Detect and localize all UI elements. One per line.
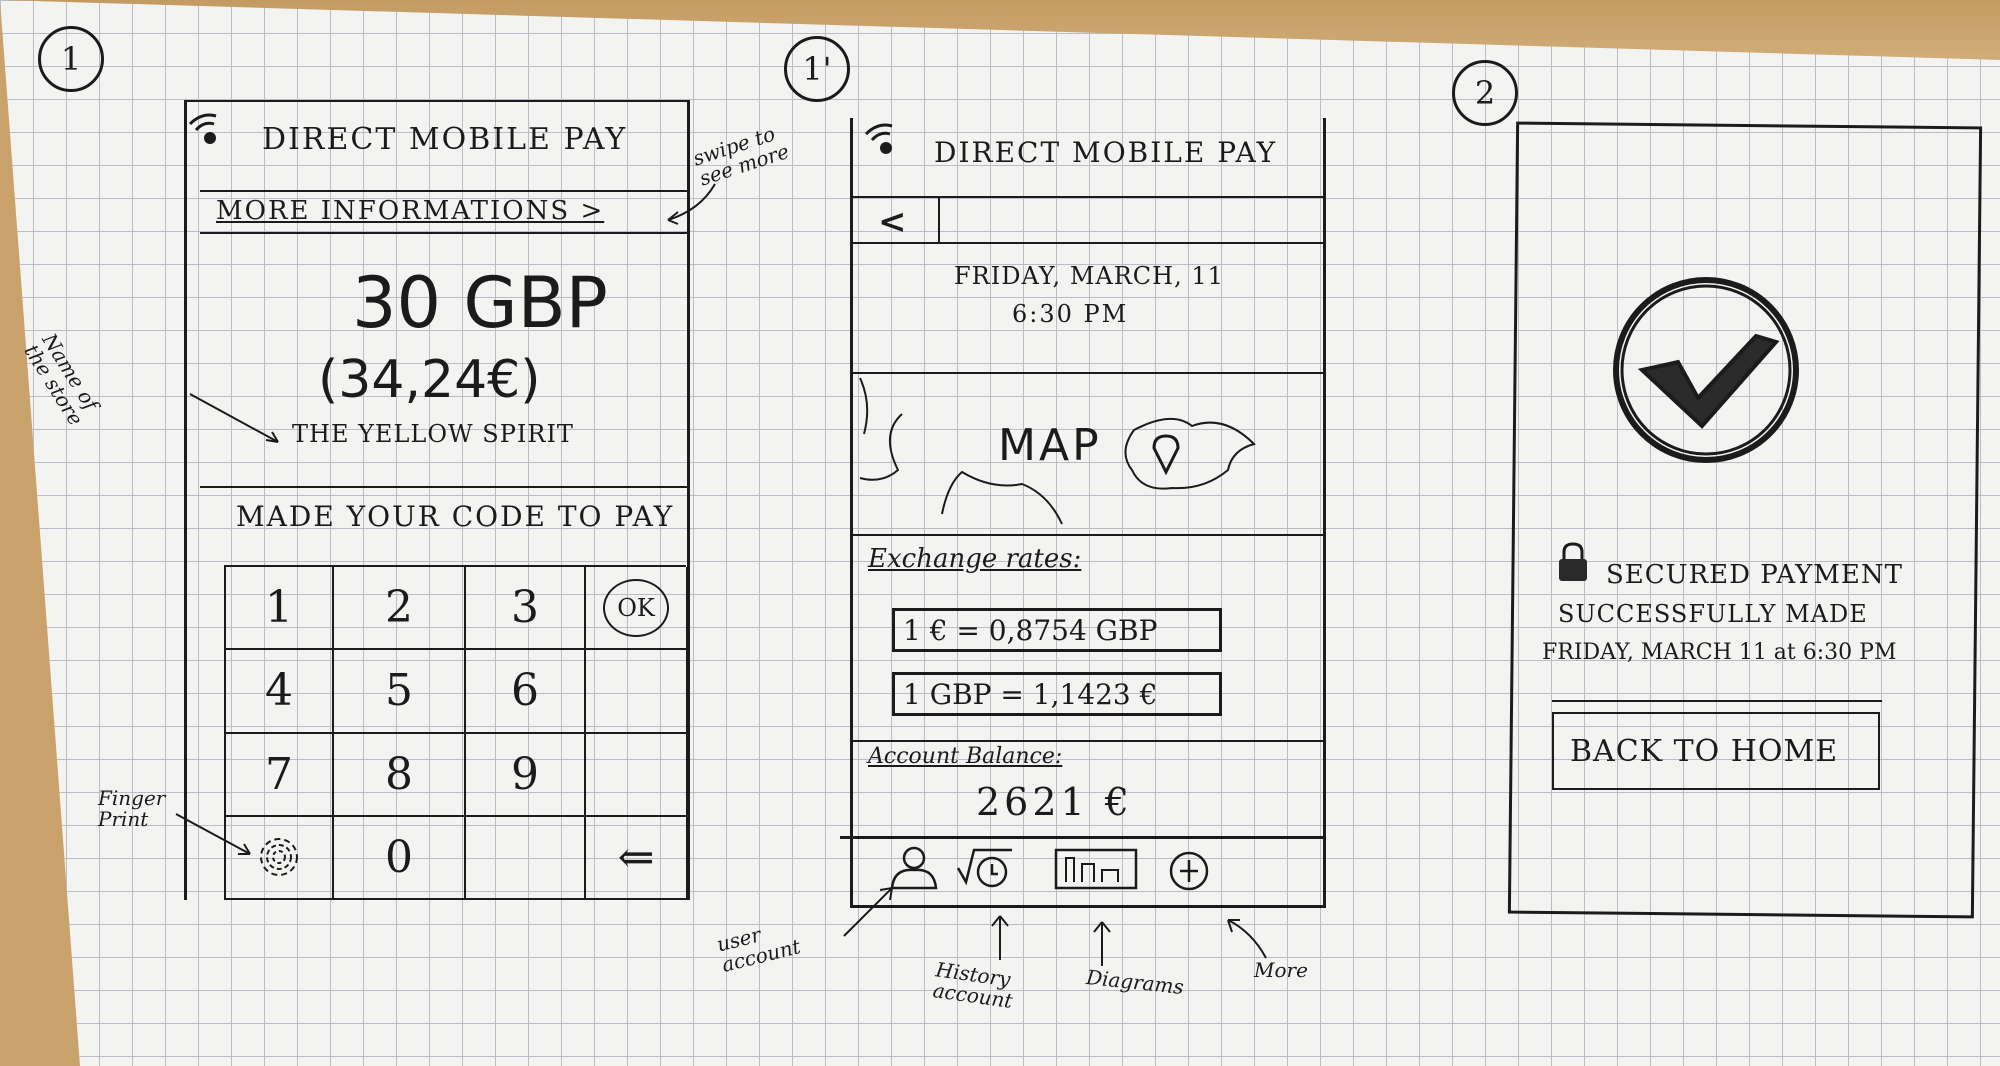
ok-button[interactable]: OK bbox=[603, 578, 669, 637]
annotation-arrow bbox=[991, 915, 1009, 960]
annotation-arrow bbox=[1227, 919, 1267, 959]
key-1[interactable]: 1 bbox=[226, 567, 334, 651]
success-check-icon bbox=[1613, 277, 1799, 463]
payment-time: 6:30 PM bbox=[1012, 300, 1129, 328]
map-label: MAP bbox=[998, 420, 1102, 471]
divider bbox=[850, 740, 1326, 742]
key-4[interactable]: 4 bbox=[226, 650, 334, 734]
rate-eur-gbp: 1 € = 0,8754 GBP bbox=[892, 608, 1222, 652]
divider bbox=[200, 232, 690, 234]
back-button[interactable]: < bbox=[878, 202, 907, 242]
fingerprint-key[interactable] bbox=[226, 816, 334, 900]
annotation-arrow bbox=[843, 887, 893, 937]
balance-title: Account Balance: bbox=[868, 744, 1063, 769]
divider bbox=[850, 242, 1326, 244]
screen-confirmation bbox=[1507, 121, 1983, 919]
annotation-arrow bbox=[667, 183, 716, 225]
payment-date: FRIDAY, MARCH, 11 bbox=[954, 262, 1224, 290]
lock-icon bbox=[1559, 542, 1587, 581]
rate-gbp-eur: 1 GBP = 1,1423 € bbox=[892, 672, 1222, 716]
screen-payment bbox=[184, 100, 690, 900]
divider bbox=[1552, 700, 1882, 702]
pin-keypad: 1 2 3 OK 4 5 6 7 8 9 0 ⇐ bbox=[224, 565, 688, 900]
key-empty bbox=[586, 733, 688, 817]
screen-details bbox=[850, 118, 1326, 908]
key-8[interactable]: 8 bbox=[334, 733, 466, 817]
divider bbox=[200, 486, 690, 488]
code-prompt: MADE YOUR CODE TO PAY bbox=[236, 500, 675, 533]
screen-marker-1: 1 bbox=[38, 26, 104, 92]
divider bbox=[840, 836, 1326, 839]
amount-eur: (34,24€) bbox=[318, 350, 541, 410]
annotation-arrow bbox=[175, 813, 251, 855]
key-6[interactable]: 6 bbox=[466, 650, 586, 734]
amount: 30 GBP bbox=[352, 262, 608, 344]
annotation-arrow bbox=[1093, 921, 1111, 966]
top-border bbox=[184, 100, 690, 102]
annotation-arrow bbox=[189, 393, 279, 443]
back-to-home-button[interactable]: BACK TO HOME bbox=[1552, 712, 1880, 790]
exchange-title: Exchange rates: bbox=[868, 544, 1082, 574]
history-icon[interactable] bbox=[954, 842, 1014, 892]
more-info-link[interactable]: MORE INFORMATIONS > bbox=[216, 196, 605, 226]
key-0[interactable]: 0 bbox=[334, 816, 466, 900]
screen-marker-1b: 1' bbox=[784, 36, 850, 102]
key-2[interactable]: 2 bbox=[334, 567, 466, 651]
user-account-icon[interactable] bbox=[886, 842, 942, 892]
back-button-divider bbox=[938, 198, 940, 242]
key-7[interactable]: 7 bbox=[226, 733, 334, 817]
key-empty bbox=[466, 816, 586, 900]
key-9[interactable]: 9 bbox=[466, 733, 586, 817]
diagrams-icon[interactable] bbox=[1054, 846, 1138, 892]
app-title: DIRECT MOBILE PAY bbox=[934, 136, 1278, 169]
more-icon[interactable] bbox=[1168, 850, 1210, 892]
fingerprint-icon bbox=[260, 838, 298, 877]
screen-marker-2: 2 bbox=[1452, 60, 1518, 126]
divider bbox=[850, 534, 1326, 536]
annotation-finger: Finger Print bbox=[98, 786, 166, 831]
app-title: DIRECT MOBILE PAY bbox=[262, 122, 628, 157]
secured-label: SECURED PAYMENT bbox=[1606, 560, 1903, 590]
backspace-key[interactable]: ⇐ bbox=[586, 816, 688, 900]
balance-value: 2621 € bbox=[976, 780, 1133, 824]
wifi-icon bbox=[188, 113, 217, 144]
key-5[interactable]: 5 bbox=[334, 650, 466, 734]
wifi-icon bbox=[864, 123, 893, 154]
key-ok-cell: OK bbox=[586, 567, 688, 651]
key-3[interactable]: 3 bbox=[466, 567, 586, 651]
success-label: SUCCESSFULLY MADE bbox=[1558, 600, 1868, 628]
divider bbox=[850, 372, 1326, 374]
annotation-more: More bbox=[1254, 958, 1308, 982]
key-empty bbox=[586, 650, 688, 734]
payment-datetime: FRIDAY, MARCH 11 at 6:30 PM bbox=[1542, 640, 1897, 665]
store-map bbox=[859, 377, 1256, 525]
divider bbox=[850, 196, 1326, 198]
store-name: THE YELLOW SPIRIT bbox=[292, 420, 574, 448]
divider bbox=[200, 190, 690, 192]
